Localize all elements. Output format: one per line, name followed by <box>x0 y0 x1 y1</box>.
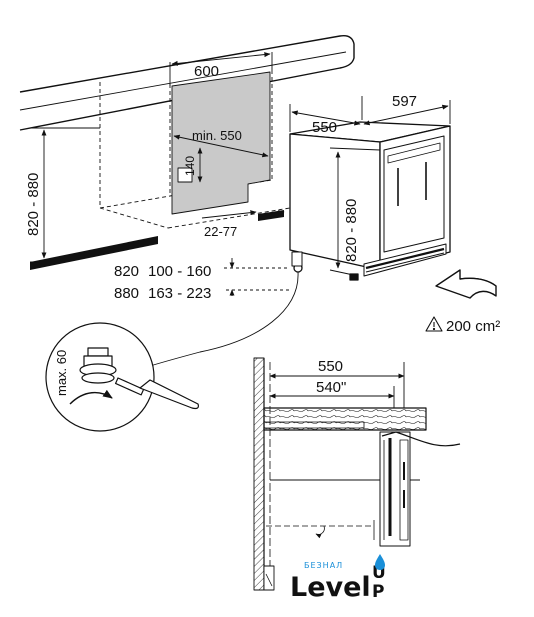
plinth-row1-height: 820 <box>114 263 139 280</box>
niche-height-label: 820 - 880 <box>25 173 42 236</box>
section-detail <box>253 357 461 591</box>
section-inner-depth-label: 540" <box>316 379 346 396</box>
appliance-depth-label: 550 <box>312 119 337 136</box>
niche-height-dimension <box>30 127 100 263</box>
logo-caption: БЕЗНАЛ <box>304 561 343 570</box>
appliance-body <box>289 121 451 281</box>
niche-width-dimension <box>169 52 273 86</box>
logo-word: Level <box>290 572 371 603</box>
airflow-label: 200 cm² <box>446 318 500 335</box>
plinth-table-leaders <box>224 258 290 296</box>
plinth-recess-dimension <box>201 210 257 219</box>
appliance-depth-dimension <box>289 96 363 132</box>
logo-letter-p: P <box>372 582 384 602</box>
appliance-width-label: 597 <box>392 93 417 110</box>
logo-droplet-icon <box>375 554 385 570</box>
appliance-height-dimension <box>329 147 381 277</box>
niche-width-label: 600 <box>194 63 219 80</box>
appliance-width-dimension <box>363 100 451 126</box>
plinth-recess-label: 22-77 <box>204 224 237 239</box>
plinth-row1-range: 100 - 160 <box>148 263 211 280</box>
foot-detail <box>45 271 299 432</box>
wall-notch <box>177 167 193 183</box>
airflow-arrow-icon <box>435 269 497 299</box>
warning-icon <box>425 316 443 332</box>
niche-depth-dimension <box>173 134 269 158</box>
countertop <box>19 34 355 131</box>
section-depth-label: 550 <box>318 358 343 375</box>
niche-back-wall <box>171 71 271 215</box>
appliance-height-label: 820 - 880 <box>343 199 360 262</box>
section-depth-dimension <box>269 362 405 408</box>
foot-max-label: max. 60 <box>54 350 69 396</box>
notch-height-label: 140 <box>183 156 197 176</box>
plinth-row2-height: 880 <box>114 285 139 302</box>
plinth-bars <box>30 210 284 270</box>
plinth-row2-range: 163 - 223 <box>148 285 211 302</box>
niche-depth-label: min. 550 <box>192 128 242 143</box>
levelup-logo: БЕЗНАЛ Level U P <box>290 554 386 603</box>
